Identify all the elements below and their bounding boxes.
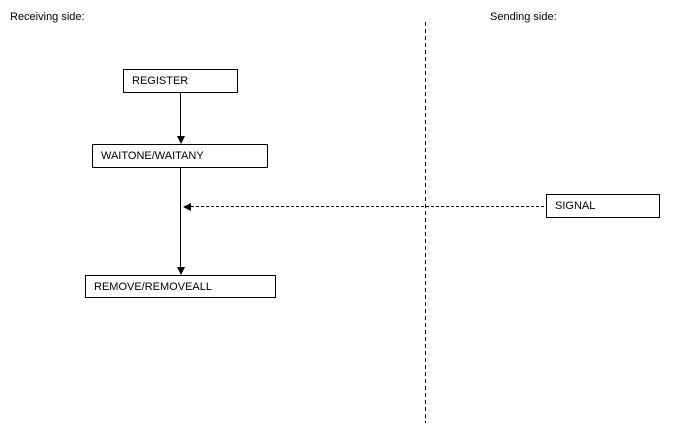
signal-node-label: SIGNAL [555,200,596,212]
waitone-node: WAITONE/WAITANY [92,144,268,168]
waitone-to-remove-arrow-line [180,168,181,267]
remove-node: REMOVE/REMOVEALL [85,275,276,298]
register-to-waitone-arrowhead [176,136,185,144]
register-to-waitone-arrow-line [180,93,181,136]
waitone-node-label: WAITONE/WAITANY [101,150,204,162]
sending-side-label: Sending side: [490,11,557,23]
signal-node: SIGNAL [546,194,660,218]
side-separator-dashed-line [425,22,426,423]
register-node: REGISTER [123,69,238,93]
remove-node-label: REMOVE/REMOVEALL [94,280,212,293]
receiving-side-label: Receiving side: [10,11,85,23]
signal-to-receiving-arrowhead [183,202,191,211]
waitone-to-remove-arrowhead [176,267,185,275]
register-node-label: REGISTER [132,75,189,87]
signal-to-receiving-dashed-line [191,206,546,207]
